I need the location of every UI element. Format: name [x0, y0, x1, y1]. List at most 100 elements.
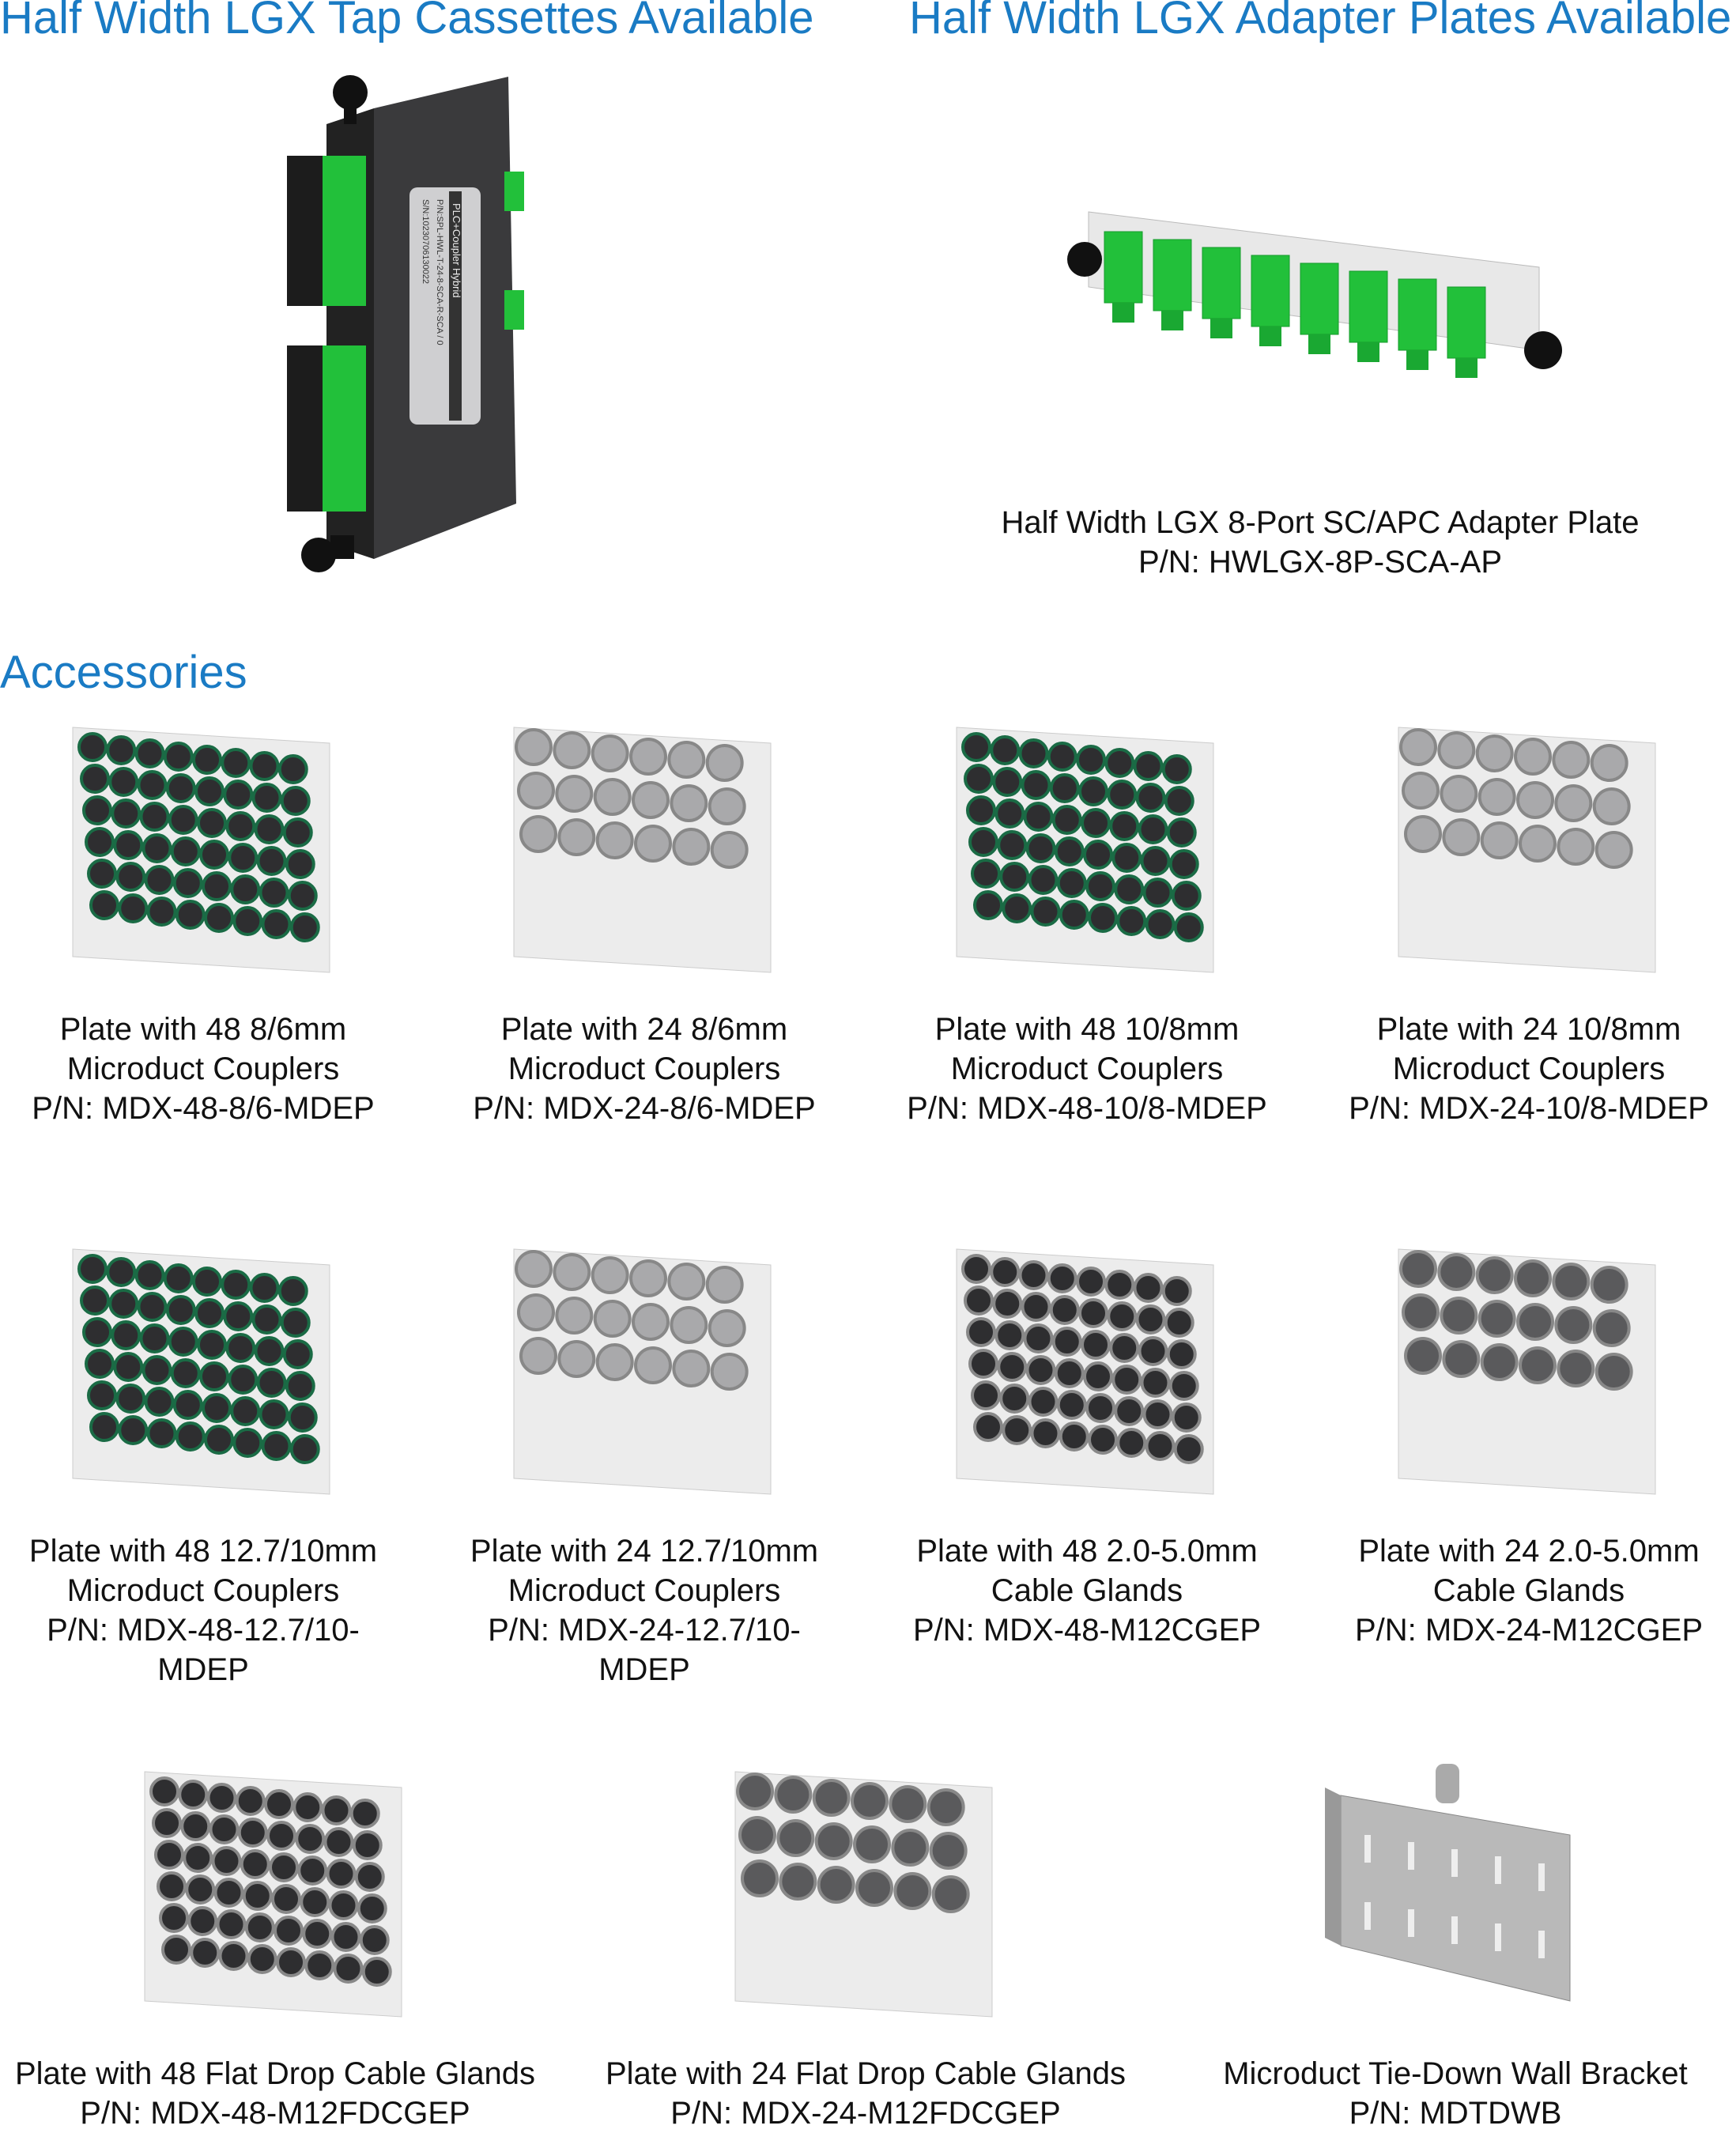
port [1081, 808, 1111, 838]
port [1104, 1270, 1135, 1300]
port [152, 1808, 182, 1838]
coupler-48-dark-image [956, 727, 1214, 973]
port [1516, 1303, 1554, 1341]
port [966, 1317, 996, 1347]
adapter-plate-image [1067, 211, 1562, 378]
port [165, 1295, 196, 1325]
port [517, 1293, 555, 1331]
port [629, 1259, 667, 1297]
port [139, 802, 170, 832]
port [149, 1776, 179, 1806]
port [1519, 1346, 1557, 1384]
accessory-name: Plate with 48 12.7/10mm [28, 1534, 378, 1569]
port [1083, 1361, 1113, 1391]
port [261, 909, 292, 939]
accessory-name: Microduct Couplers [66, 1573, 340, 1608]
port [106, 1257, 137, 1287]
port [1025, 833, 1056, 863]
port [1164, 786, 1194, 816]
port [242, 1881, 273, 1911]
port [667, 741, 706, 779]
sc-apc-port [1251, 255, 1290, 346]
port [738, 1816, 776, 1854]
port [1145, 1431, 1176, 1461]
port [1078, 1298, 1108, 1328]
port [139, 1323, 170, 1353]
port [178, 1780, 209, 1810]
cassette-label-title: PLC+Coupler Hybrid [451, 203, 462, 298]
port [82, 795, 112, 825]
port [973, 890, 1003, 920]
port [108, 1289, 139, 1319]
port [1477, 778, 1516, 816]
accessory-part-number: P/N: MDX-24-M12CGEP [1354, 1613, 1704, 1648]
port [553, 731, 591, 769]
port [225, 1333, 256, 1363]
port [1475, 1256, 1514, 1294]
port [137, 770, 168, 800]
port [259, 878, 289, 908]
port [80, 1285, 110, 1316]
port [269, 1852, 299, 1882]
port [161, 1935, 191, 1965]
port [1018, 738, 1049, 768]
port [1049, 773, 1080, 803]
port [672, 1350, 711, 1387]
port [1114, 1396, 1145, 1426]
port [1161, 754, 1192, 784]
accessory-part-number: P/N: MDX-48-M12CGEP [912, 1613, 1262, 1648]
port [321, 1795, 352, 1825]
sc-apc-port [1153, 239, 1192, 330]
port [710, 831, 749, 869]
port [223, 1301, 254, 1331]
sc-apc-port [1202, 247, 1241, 338]
port [1437, 731, 1476, 769]
port [115, 862, 146, 892]
port [1030, 1418, 1061, 1448]
port [274, 1916, 304, 1946]
port [165, 773, 196, 803]
port [292, 1792, 323, 1822]
port [708, 787, 746, 825]
port [629, 738, 667, 776]
port [304, 1950, 335, 1980]
port [1590, 744, 1628, 782]
port [157, 1871, 187, 1901]
port [1088, 903, 1118, 933]
port [736, 1772, 774, 1810]
port [593, 778, 632, 816]
port [1142, 878, 1173, 908]
port [221, 1270, 251, 1300]
accessory-name: Microduct Couplers [508, 1051, 781, 1086]
port [277, 754, 308, 784]
port [1002, 1415, 1032, 1445]
port [1030, 897, 1061, 927]
port [1107, 1301, 1138, 1331]
port [216, 1909, 247, 1939]
port [1168, 849, 1199, 879]
port [170, 1358, 201, 1388]
port [261, 1431, 292, 1461]
port [142, 1355, 172, 1385]
sc-apc-port [1349, 270, 1388, 362]
port [1051, 1327, 1082, 1357]
port [705, 1266, 744, 1304]
port [137, 1292, 168, 1322]
port [106, 735, 137, 765]
port [235, 1786, 266, 1816]
port [154, 1840, 184, 1870]
sc-apc-port [1398, 278, 1437, 370]
port [634, 825, 672, 863]
port [175, 1421, 206, 1452]
port [190, 1938, 221, 1968]
port [1054, 836, 1085, 866]
port [1049, 1295, 1080, 1325]
port [228, 1365, 259, 1395]
accessory-part-number: P/N: MDX-48-12.7/10- [47, 1613, 360, 1648]
port [1514, 1259, 1552, 1297]
port [87, 859, 117, 889]
